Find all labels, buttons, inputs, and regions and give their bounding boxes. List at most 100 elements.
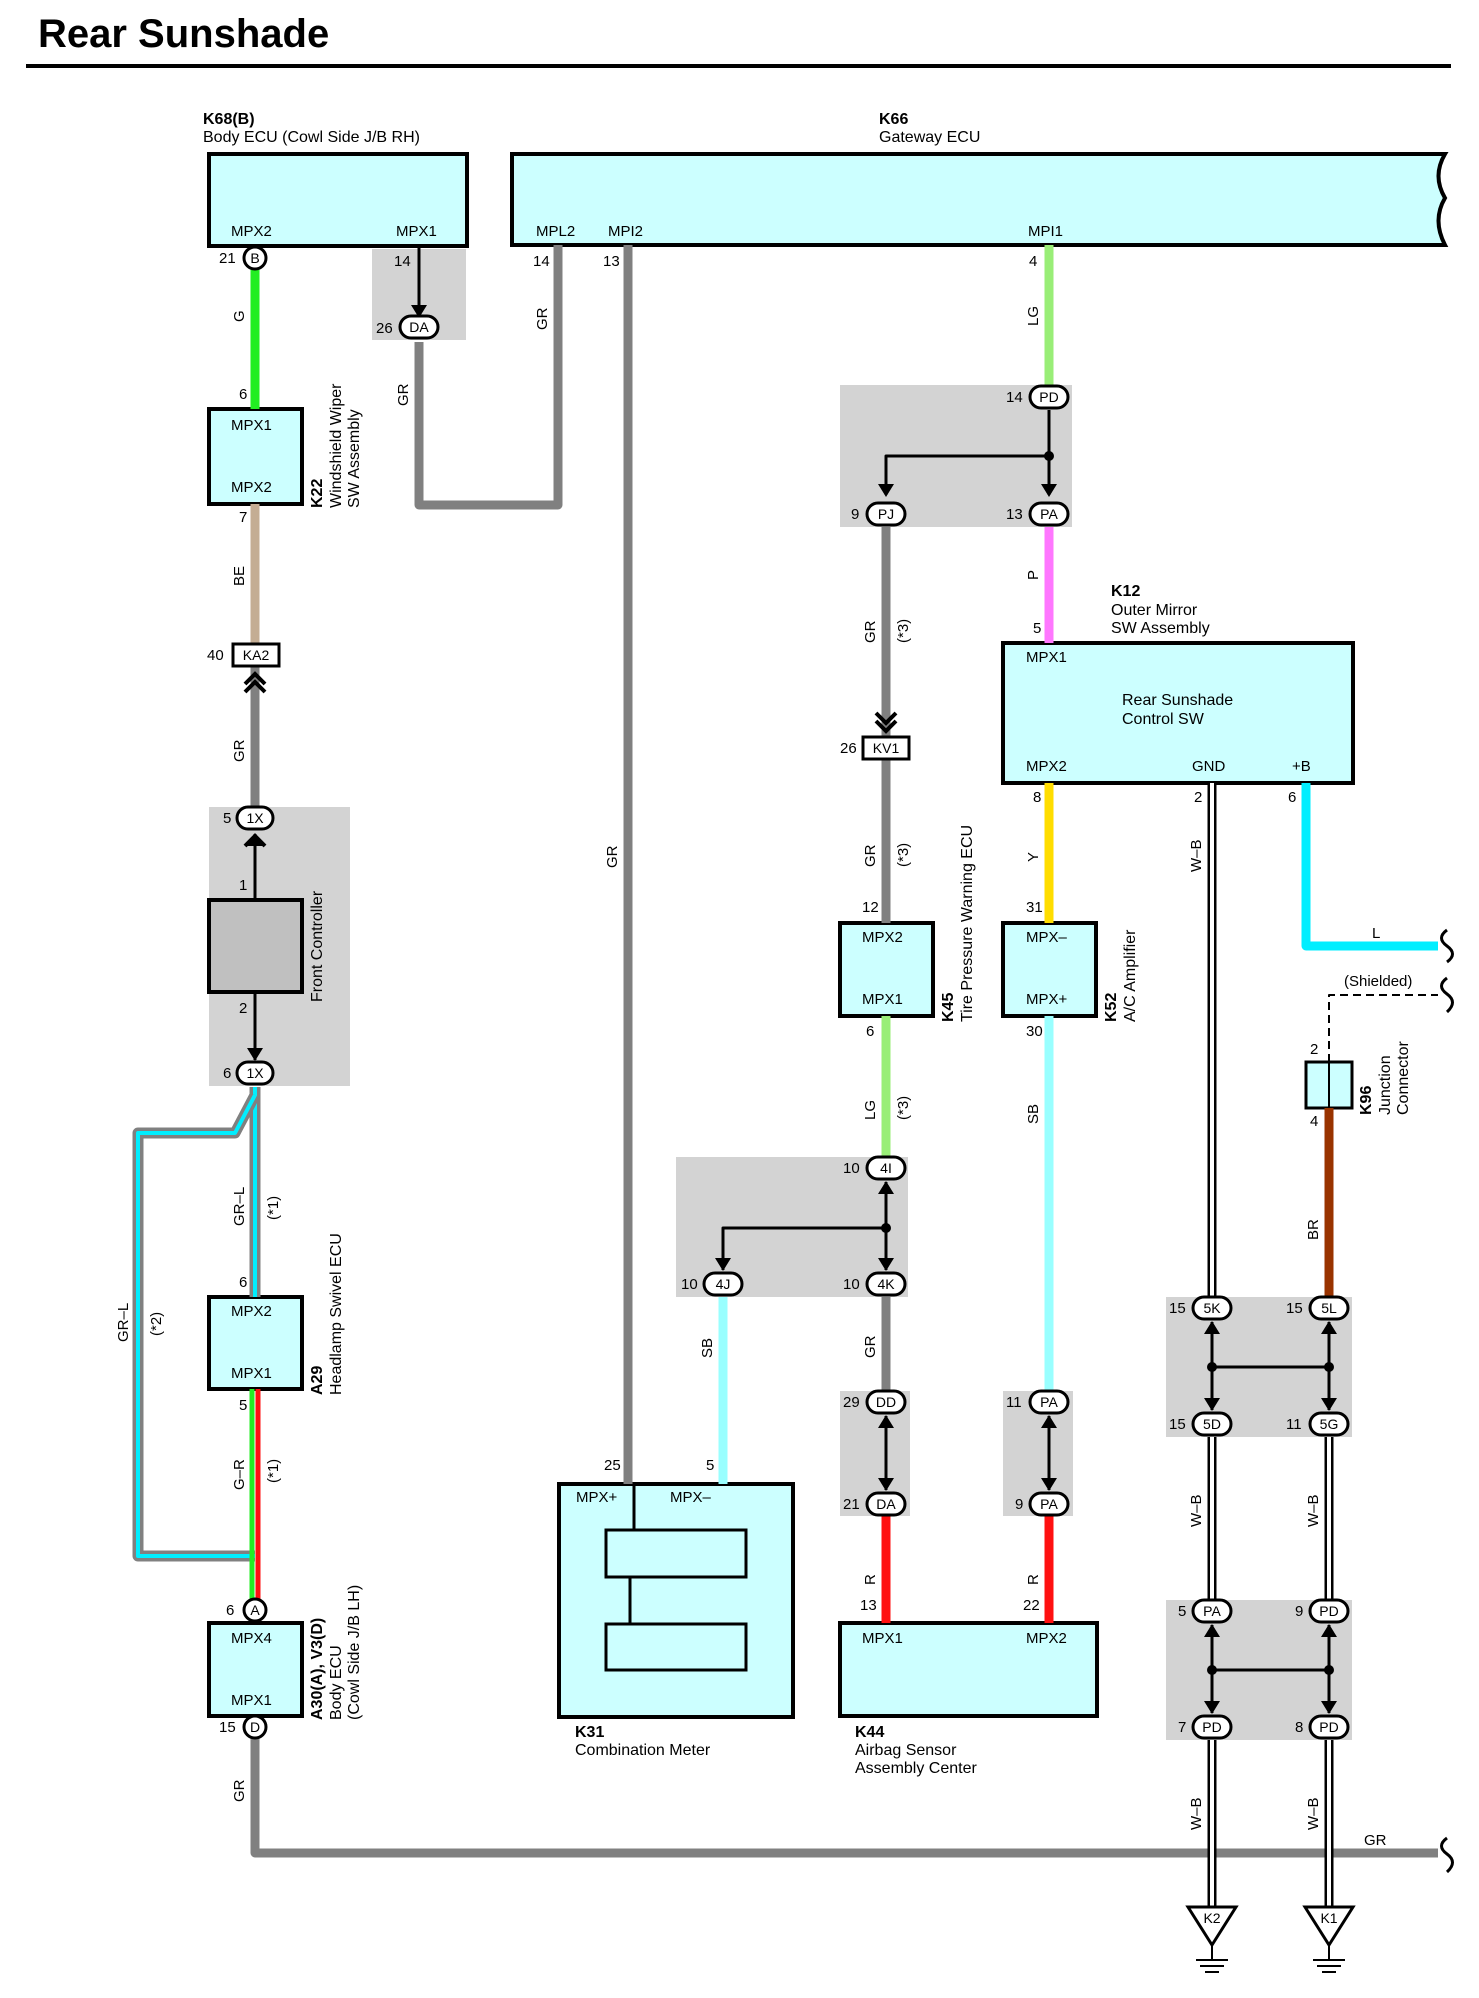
svg-text:MPX+: MPX+ [576, 1489, 618, 1506]
k22-box [207, 407, 304, 506]
wire-gr-l-bypass [132, 1092, 260, 1562]
svg-text:GR: GR [231, 739, 248, 762]
conn-4j: 4J [702, 1271, 744, 1297]
svg-text:31: 31 [1026, 899, 1043, 916]
svg-text:2: 2 [239, 1000, 247, 1017]
svg-text:GR–L: GR–L [231, 1187, 248, 1226]
svg-text:5: 5 [706, 1457, 714, 1474]
svg-text:6: 6 [866, 1023, 874, 1040]
svg-text:MPX–: MPX– [1026, 929, 1068, 946]
svg-text:K66: K66 [879, 111, 908, 128]
svg-text:29: 29 [843, 1394, 860, 1411]
svg-text:MPX2: MPX2 [1026, 758, 1067, 775]
svg-text:Control SW: Control SW [1122, 711, 1205, 728]
svg-text:2: 2 [1310, 1041, 1318, 1058]
svg-text:MPX+: MPX+ [1026, 991, 1068, 1008]
svg-text:MPX1: MPX1 [231, 1365, 272, 1382]
svg-text:(*3): (*3) [895, 1096, 912, 1120]
svg-text:25: 25 [604, 1457, 621, 1474]
connector-pins: B DA KA2 1X 1X A D PD PJ PA KV1 4I 4J 4K… [231, 245, 1350, 1740]
svg-text:Airbag Sensor: Airbag Sensor [855, 1742, 957, 1759]
svg-text:PD: PD [1319, 1719, 1338, 1735]
k66-box [510, 152, 1449, 247]
svg-text:6: 6 [223, 1065, 231, 1082]
ground-k2: K2 [1185, 1905, 1239, 1973]
svg-text:13: 13 [603, 253, 620, 270]
conn-pa-k52: PA [1028, 1389, 1070, 1415]
svg-text:MPX2: MPX2 [1026, 1630, 1067, 1647]
svg-text:MPX1: MPX1 [396, 223, 437, 240]
svg-text:MPX4: MPX4 [231, 1630, 272, 1647]
wire-gr-bottom [250, 1738, 1438, 1858]
k31-box [557, 1482, 795, 1719]
svg-text:8: 8 [1295, 1719, 1303, 1736]
conn-pd-top: PD [1028, 384, 1070, 410]
svg-text:K68(B): K68(B) [203, 111, 255, 128]
svg-text:4I: 4I [880, 1160, 892, 1176]
svg-text:11: 11 [1286, 1416, 1302, 1433]
page-title: Rear Sunshade [38, 12, 330, 56]
svg-text:13: 13 [860, 1597, 877, 1614]
svg-text:PD: PD [1039, 389, 1058, 405]
svg-text:PA: PA [1040, 1496, 1058, 1512]
svg-text:22: 22 [1023, 1597, 1040, 1614]
k44-box [838, 1621, 1099, 1718]
conn-ka2: KA2 [231, 642, 281, 668]
conn-a: A [242, 1597, 268, 1623]
svg-text:MPX1: MPX1 [862, 991, 903, 1008]
svg-text:SW Assembly: SW Assembly [1111, 620, 1210, 637]
conn-pd-ground-right: PD [1308, 1714, 1350, 1740]
svg-text:R: R [1025, 1574, 1042, 1585]
svg-text:6: 6 [1288, 789, 1296, 806]
svg-text:A: A [250, 1602, 260, 1618]
svg-text:MPX–: MPX– [670, 1489, 712, 1506]
junction-dots [881, 451, 1334, 1675]
svg-text:Connector: Connector [1395, 1041, 1412, 1115]
svg-text:GND: GND [1192, 758, 1226, 775]
svg-text:5K: 5K [1203, 1300, 1221, 1316]
svg-text:(*1): (*1) [265, 1459, 282, 1483]
svg-text:9: 9 [851, 506, 859, 523]
svg-text:(*1): (*1) [265, 1196, 282, 1220]
svg-text:5: 5 [239, 1397, 247, 1414]
svg-text:(Cowl Side J/B LH): (Cowl Side J/B LH) [346, 1585, 363, 1720]
svg-text:14: 14 [394, 253, 411, 270]
svg-text:15: 15 [1169, 1416, 1186, 1433]
conn-pj: PJ [865, 501, 907, 527]
svg-text:MPX1: MPX1 [231, 417, 272, 434]
svg-text:MPX1: MPX1 [862, 1630, 903, 1647]
svg-text:W–B: W–B [1305, 1797, 1322, 1830]
svg-text:Rear Sunshade: Rear Sunshade [1122, 692, 1233, 709]
wire-g-r [249, 1389, 261, 1600]
wire-l [1301, 783, 1438, 951]
conn-5g: 5G [1308, 1411, 1350, 1437]
svg-text:Tire Pressure Warning ECU: Tire Pressure Warning ECU [959, 825, 976, 1022]
svg-text:GR: GR [231, 1779, 248, 1802]
svg-text:Combination Meter: Combination Meter [575, 1742, 711, 1759]
svg-text:13: 13 [1006, 506, 1023, 523]
conn-pa-k44: PA [1028, 1491, 1070, 1517]
conn-d: D [242, 1714, 268, 1740]
ecu-boxes [207, 152, 1449, 1719]
svg-text:1: 1 [239, 877, 247, 894]
svg-text:PA: PA [1040, 506, 1058, 522]
vertical-component-labels: K22 Windshield Wiper SW Assembly Front C… [309, 383, 1412, 1720]
conn-da-top: DA [398, 314, 440, 340]
conn-4k: 4K [865, 1271, 907, 1297]
svg-text:K52: K52 [1103, 993, 1120, 1022]
k12-box [1001, 641, 1355, 785]
svg-text:11: 11 [1006, 1394, 1022, 1411]
svg-text:5: 5 [223, 810, 231, 827]
svg-text:KV1: KV1 [873, 740, 900, 756]
svg-text:G–R: G–R [231, 1459, 248, 1490]
component-labels: K68(B) Body ECU (Cowl Side J/B RH) K66 G… [203, 111, 1233, 1777]
svg-text:MPL2: MPL2 [536, 223, 575, 240]
svg-text:K31: K31 [575, 1724, 604, 1741]
svg-text:Windshield Wiper: Windshield Wiper [328, 383, 345, 508]
svg-text:PA: PA [1203, 1603, 1221, 1619]
svg-text:14: 14 [533, 253, 550, 270]
svg-text:R: R [862, 1574, 879, 1585]
svg-text:W–B: W–B [1188, 1494, 1205, 1527]
svg-text:(*3): (*3) [895, 843, 912, 867]
svg-text:K96: K96 [1358, 1086, 1375, 1115]
